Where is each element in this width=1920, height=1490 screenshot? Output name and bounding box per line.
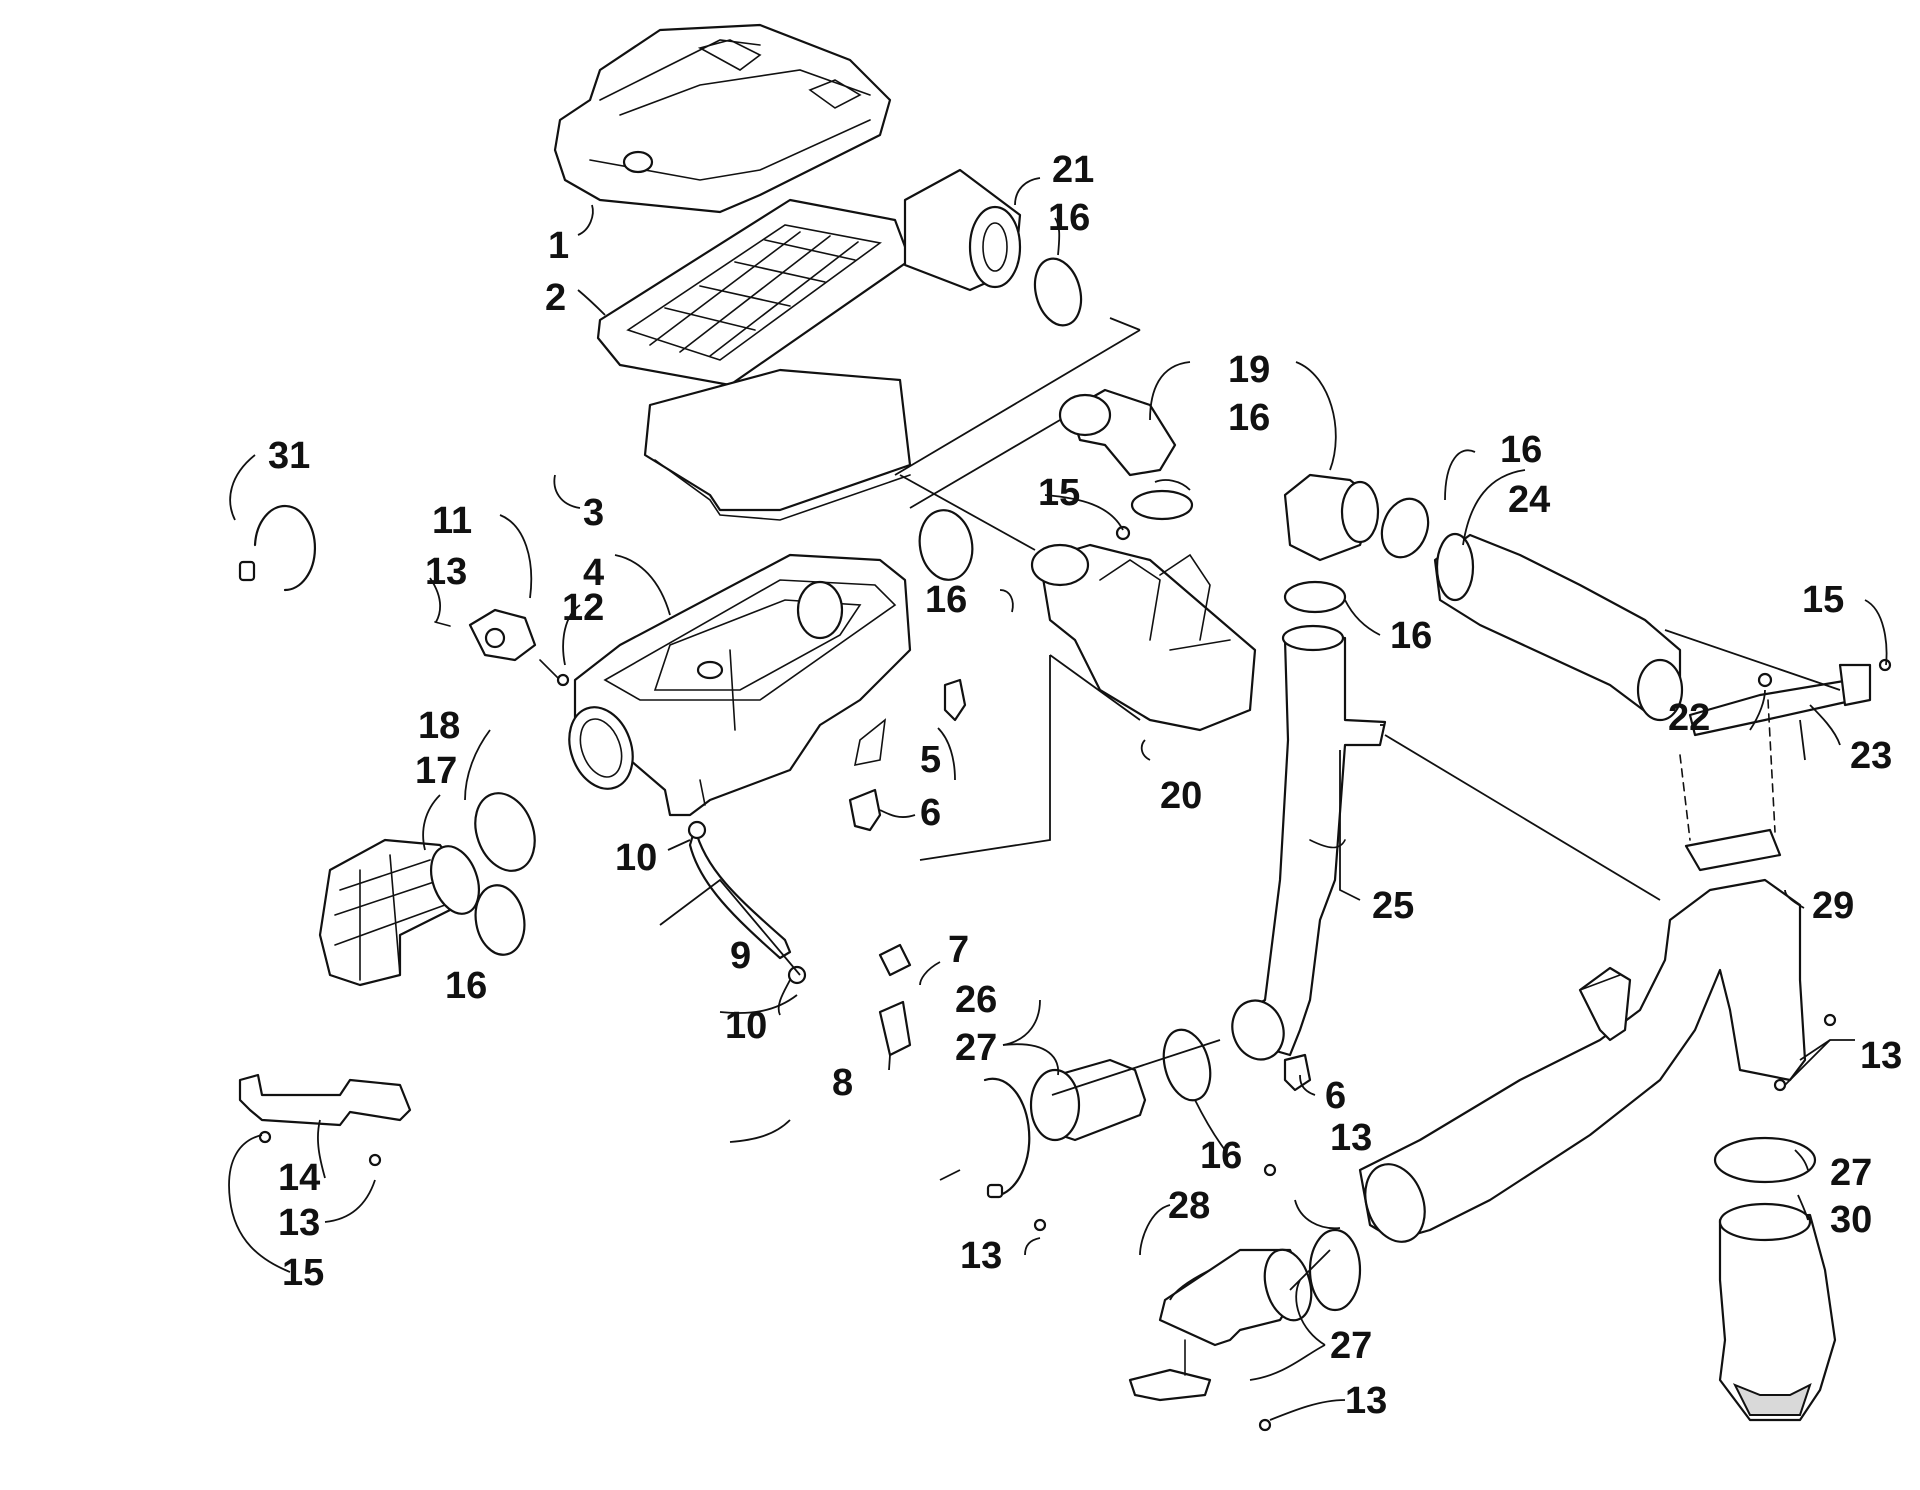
callout-6: 6: [1325, 1075, 1346, 1117]
callout-22: 22: [1668, 697, 1710, 739]
callout-31: 31: [268, 435, 310, 477]
callout-13: 13: [425, 551, 467, 593]
airbox-cover: [553, 23, 892, 214]
callout-16: 16: [1228, 397, 1270, 439]
callout-11: 11: [432, 500, 472, 542]
callout-16: 16: [1390, 615, 1432, 657]
callout-13: 13: [1860, 1035, 1902, 1077]
callout-27: 27: [1830, 1152, 1872, 1194]
callout-labels: 1 2 21 16 3 4 31 11 13 12 16 19 16 15 16…: [268, 149, 1902, 1422]
callout-6: 6: [920, 792, 941, 834]
callout-13: 13: [278, 1202, 320, 1244]
airbox-base: [568, 553, 912, 817]
callout-18: 18: [418, 705, 460, 747]
callout-19: 19: [1228, 349, 1270, 391]
callout-13: 13: [1330, 1117, 1372, 1159]
callout-26: 26: [955, 979, 997, 1021]
callout-2: 2: [545, 277, 566, 319]
callout-30: 30: [1830, 1199, 1872, 1241]
filter-grid: [596, 198, 912, 387]
mount-bracket: [1679, 658, 1892, 872]
callout-4: 4: [583, 552, 604, 594]
callout-29: 29: [1812, 885, 1854, 927]
callout-20: 20: [1160, 775, 1202, 817]
callout-14: 14: [278, 1157, 320, 1199]
callout-12: 12: [562, 587, 604, 629]
intake-tube-24: [1433, 532, 1684, 722]
intake-sensor: [434, 608, 570, 687]
callout-17: 17: [415, 750, 457, 792]
callout-16: 16: [1200, 1135, 1242, 1177]
callout-21: 21: [1052, 149, 1094, 191]
intake-boot: [318, 792, 536, 987]
callout-15: 15: [282, 1252, 324, 1294]
callout-16: 16: [1500, 429, 1542, 471]
callout-28: 28: [1168, 1185, 1210, 1227]
callout-3: 3: [583, 492, 604, 534]
callout-10: 10: [725, 1005, 767, 1047]
callout-27: 27: [1330, 1325, 1372, 1367]
callout-10: 10: [615, 837, 657, 879]
callout-16: 16: [925, 579, 967, 621]
air-filter-cylinder: [903, 168, 1022, 292]
lower-boot-28: [1128, 1248, 1313, 1402]
callout-24: 24: [1508, 479, 1550, 521]
front-bracket-14: [238, 1073, 412, 1167]
callout-15: 15: [1802, 579, 1844, 621]
elbow-and-throttle: [1030, 388, 1380, 732]
leader-lines: [228, 177, 1888, 1421]
hose-clamps: [474, 257, 1430, 1102]
callout-13: 13: [960, 1235, 1002, 1277]
callout-5: 5: [920, 739, 941, 781]
callout-1: 1: [548, 225, 569, 267]
callout-8: 8: [832, 1062, 853, 1104]
callout-25: 25: [1372, 885, 1414, 927]
callout-9: 9: [730, 935, 751, 977]
callout-15: 15: [1038, 472, 1080, 514]
coupler-26: [1029, 1058, 1147, 1142]
callout-16: 16: [1048, 197, 1090, 239]
large-duct-29: [1358, 878, 1807, 1243]
callout-7: 7: [948, 929, 969, 971]
callout-27: 27: [955, 1027, 997, 1069]
snap-ring: [238, 504, 316, 592]
drain-fittings: [687, 678, 1312, 1092]
callout-23: 23: [1850, 735, 1892, 777]
callout-13: 13: [1345, 1380, 1387, 1422]
callout-16: 16: [445, 965, 487, 1007]
vertical-duct: [1231, 624, 1387, 1061]
outlet-30: [1718, 1202, 1837, 1422]
filter-element: [643, 368, 912, 521]
clamp-rings: [983, 1077, 1817, 1312]
